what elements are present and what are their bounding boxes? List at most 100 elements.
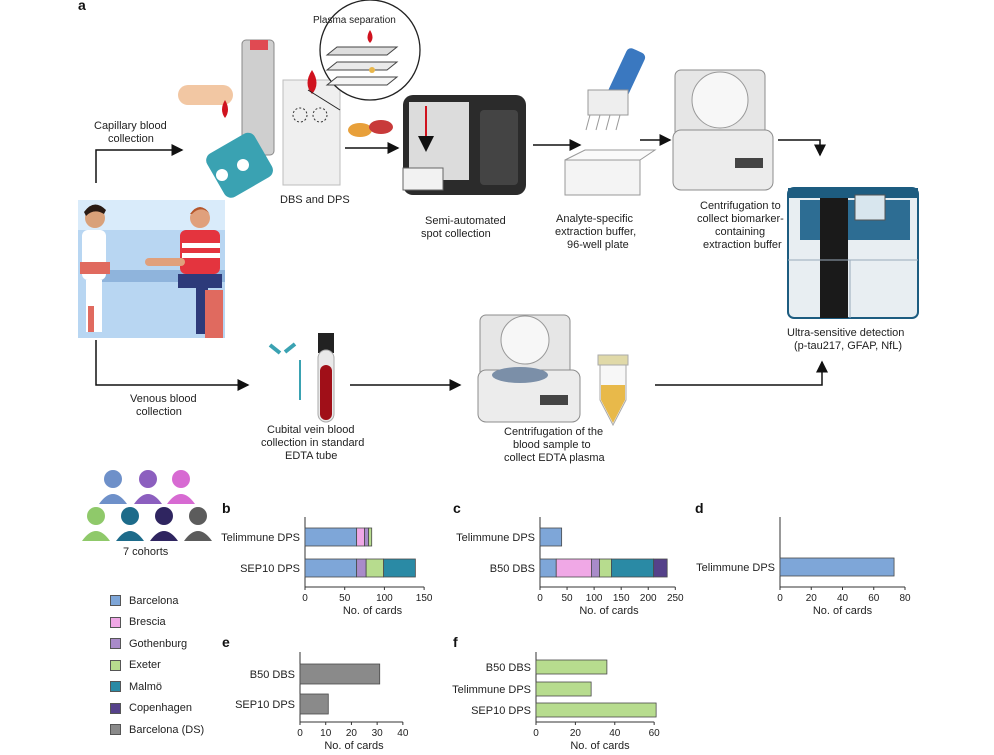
category-label: Telimmune DPS [696, 562, 775, 574]
centrifuge2-label-line1: Centrifugation of the [504, 426, 604, 438]
bar-segment-brescia [356, 527, 365, 547]
punching-machine-illustration [402, 95, 526, 195]
venous-label-line1: Venous blood [130, 393, 197, 405]
x-tick-label: 20 [806, 593, 818, 604]
bar-segment-gothenburg [364, 527, 369, 547]
category-label: Telimmune DPS [456, 532, 535, 544]
x-tick-label: 40 [397, 728, 409, 739]
pipette-plate-illustration [564, 48, 657, 196]
centrifuge-2-illustration [477, 314, 581, 423]
bar-segment-gothenburg [591, 558, 600, 578]
centrifuge-1-illustration [672, 69, 774, 191]
legend-item: Barcelona (DS) [110, 719, 204, 741]
x-tick-label: 0 [777, 593, 783, 604]
bar-segment-exeter [599, 558, 612, 578]
dbs-dps-label: DBS and DPS [280, 194, 350, 206]
capillary-label-line2: collection [108, 133, 154, 145]
legend-item: Gothenburg [110, 633, 204, 655]
x-tick-label: 0 [537, 593, 543, 604]
x-tick-label: 0 [302, 593, 308, 604]
bar-segment-malm- [383, 558, 416, 578]
analyte-label-line2: extraction buffer, [555, 226, 637, 238]
x-tick-label: 250 [667, 593, 684, 604]
bar-segment-brescia [555, 558, 592, 578]
centrifuge2-label-line2: blood sample to [513, 439, 591, 451]
legend-swatch [110, 616, 121, 628]
x-tick-label: 100 [586, 593, 603, 604]
x-tick-label: 0 [297, 728, 303, 739]
venous-label-line2: collection [136, 406, 182, 418]
x-axis-label: No. of cards [343, 605, 403, 617]
bar-segment-malm- [611, 558, 655, 578]
legend-item: Copenhagen [110, 698, 204, 720]
capillary-label-line1: Capillary blood [94, 120, 167, 132]
legend-item: Malmö [110, 676, 204, 698]
plasma-tube-illustration [597, 354, 629, 427]
x-axis-label: No. of cards [324, 740, 384, 752]
x-tick-label: 60 [868, 593, 880, 604]
centrifuge1-label-line4: extraction buffer [703, 239, 782, 251]
x-tick-label: 50 [561, 593, 573, 604]
legend-label: Copenhagen [129, 702, 193, 715]
x-tick-label: 0 [533, 728, 539, 739]
analyte-label-line1: Analyte-specific [556, 213, 634, 225]
legend-label: Exeter [129, 659, 161, 672]
x-tick-label: 150 [613, 593, 630, 604]
x-tick-label: 100 [376, 593, 393, 604]
legend-swatch [110, 638, 121, 650]
bar-segment-barcelona [539, 527, 563, 547]
panel-letter-a: a [78, 0, 86, 13]
bar-segment-barcelona [304, 527, 358, 547]
semi-auto-label-line1: Semi-automated [425, 215, 506, 227]
detection-instrument-illustration [787, 187, 919, 319]
category-label: Telimmune DPS [221, 532, 300, 544]
cohorts-people-icon [82, 470, 212, 541]
x-tick-label: 60 [649, 728, 661, 739]
panel-letter-e: e [222, 634, 230, 650]
legend-swatch [110, 595, 121, 607]
bar-segment-gothenburg [356, 558, 367, 578]
legend-swatch [110, 681, 121, 693]
category-label: B50 DBS [250, 669, 295, 681]
bar-segment-exeter [535, 702, 657, 718]
legend-swatch [110, 659, 121, 671]
category-label: SEP10 DPS [235, 699, 295, 711]
x-tick-label: 30 [372, 728, 384, 739]
centrifuge1-label-line1: Centrifugation to [700, 200, 781, 212]
bar-segment-barcelona [779, 557, 895, 577]
bar-segment-exeter [535, 659, 608, 675]
legend-swatch [110, 724, 121, 736]
plasma-separation-label: Plasma separation [313, 15, 396, 26]
legend-item: Barcelona [110, 590, 204, 612]
x-tick-label: 200 [640, 593, 657, 604]
panel-letter-d: d [695, 500, 704, 516]
ultra-label-line1: Ultra-sensitive detection [787, 327, 905, 339]
bar-segment-barcelona-ds- [299, 663, 381, 685]
x-tick-label: 150 [416, 593, 433, 604]
bar-segment-barcelona [539, 558, 557, 578]
workflow-diagram [78, 0, 919, 427]
panel-letter-b: b [222, 500, 231, 516]
legend-label: Gothenburg [129, 637, 188, 650]
bar-segment-copenhagen [653, 558, 668, 578]
bar-segment-barcelona [304, 558, 358, 578]
legend-label: Barcelona [129, 594, 179, 607]
category-label: Telimmune DPS [452, 684, 531, 696]
ultra-label-line2: (p-tau217, GFAP, NfL) [794, 340, 903, 352]
category-label: B50 DBS [486, 662, 531, 674]
category-label: SEP10 DPS [471, 705, 531, 717]
bar-segment-barcelona-ds- [299, 693, 329, 715]
panel-letter-c: c [453, 500, 461, 516]
semi-auto-label-line2: spot collection [421, 228, 491, 240]
cubital-label-line1: Cubital vein blood [267, 424, 355, 436]
centrifuge1-label-line3: containing [715, 226, 766, 238]
dbs-card-illustration [206, 39, 275, 198]
bar-segment-exeter [368, 527, 373, 547]
legend-label: Brescia [129, 616, 166, 629]
legend-label: Malmö [129, 680, 163, 693]
